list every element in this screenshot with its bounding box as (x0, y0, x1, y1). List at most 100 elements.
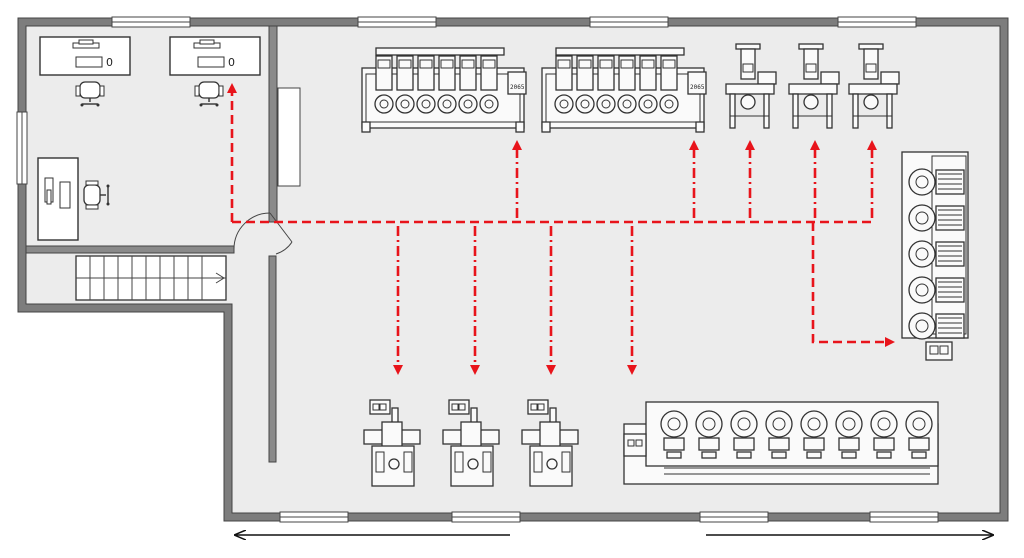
head-panel (419, 59, 433, 69)
head-panel (641, 59, 655, 69)
office-chair-1 (75, 81, 105, 107)
embroidery-hoop (467, 458, 479, 470)
hoop-inner (915, 211, 929, 225)
office-chair-2 (194, 81, 224, 107)
embroidery-hoop (908, 168, 936, 196)
embroidery-hoop (596, 94, 616, 114)
control-button (537, 403, 545, 411)
base-panel (375, 451, 385, 473)
hoop-inner (737, 417, 751, 431)
head-foot (911, 451, 927, 459)
desk-number-1: 0 (106, 56, 113, 69)
control-button (929, 345, 939, 355)
control-button (451, 403, 459, 411)
machine-head (803, 437, 825, 451)
embroidery-hoop (395, 94, 415, 114)
machine-table (848, 83, 898, 95)
hoop-inner (667, 417, 681, 431)
head-panel (865, 63, 877, 73)
machine-head (480, 55, 498, 91)
hoop-inner (601, 99, 611, 109)
embroidery-hoop (740, 94, 756, 110)
machine-top-beam (798, 43, 824, 50)
machine-leg (763, 93, 770, 129)
machine-head (838, 437, 860, 451)
machine-head (459, 55, 477, 91)
office-area: 0 0 (37, 36, 261, 241)
wall-panel (277, 87, 301, 187)
head-foot (666, 451, 682, 459)
hoop-inner (912, 417, 926, 431)
base-panel (482, 451, 492, 473)
control-button (627, 439, 635, 447)
embroidery-hoop (388, 458, 400, 470)
embroidery-hoop (575, 94, 595, 114)
machine-leg (886, 93, 893, 129)
hoop-inner (915, 247, 929, 261)
machine-head (873, 437, 895, 451)
windows-top (111, 16, 917, 28)
hoop-inner (807, 417, 821, 431)
embroidery-hoop (416, 94, 436, 114)
building-walls (16, 16, 1009, 523)
hoop-inner (915, 175, 929, 189)
office-desk-2: 0 (169, 36, 261, 107)
head-foot (701, 451, 717, 459)
embroidery-machine-single-head-top-1 (725, 43, 777, 129)
head-panel (662, 59, 676, 69)
machine-model-label: 2065 (690, 84, 705, 91)
embroidery-hoop (765, 410, 793, 438)
embroidery-hoop (695, 410, 723, 438)
machine-model-label: 2065 (510, 84, 525, 91)
route-to-right-multi (811, 222, 895, 347)
machine-head (438, 55, 456, 91)
control-panel (820, 71, 840, 85)
head-panel (377, 59, 391, 69)
head-panel (557, 59, 571, 69)
embroidery-machine-single-head-bottom-1 (363, 399, 421, 487)
head-foot (771, 451, 787, 459)
machine-leg (852, 93, 859, 129)
office-desk-1: 0 (39, 36, 131, 107)
head-panel (398, 59, 412, 69)
embroidery-hoop (908, 312, 936, 340)
embroidery-hoop (638, 94, 658, 114)
embroidery-hoop (908, 276, 936, 304)
material-flow-routes (227, 83, 895, 375)
hoop-inner (915, 319, 929, 333)
hoop-inner (772, 417, 786, 431)
machine-leg (515, 121, 525, 133)
embroidery-machine-single-head-top-3 (848, 43, 900, 129)
head-panel (620, 59, 634, 69)
machine-head (375, 55, 393, 91)
control-panel (757, 71, 777, 85)
control-panel (880, 71, 900, 85)
head-panel (578, 59, 592, 69)
machine-head (660, 55, 678, 91)
hoop-inner (877, 417, 891, 431)
hoop-inner (421, 99, 431, 109)
machine-leg (361, 121, 371, 133)
machine-head (663, 437, 685, 451)
embroidery-machine-multi-head-bottom (623, 401, 939, 485)
embroidery-hoop (908, 240, 936, 268)
hoop-inner (442, 99, 452, 109)
embroidery-hoop (803, 94, 819, 110)
control-button (635, 439, 643, 447)
embroidery-hoop (835, 410, 863, 438)
machine-table (788, 83, 838, 95)
machine-leg (826, 93, 833, 129)
hoop-inner (400, 99, 410, 109)
control-button (458, 403, 466, 411)
base-panel (533, 451, 543, 473)
head-panel (599, 59, 613, 69)
hoop-inner (559, 99, 569, 109)
machine-leg (695, 121, 705, 133)
door-swing (233, 212, 271, 250)
control-button (372, 403, 380, 411)
hoop-inner (915, 283, 929, 297)
control-button (939, 345, 949, 355)
embroidery-machine-multi-head-top-2: 2065 (541, 47, 707, 133)
machine-top-beam (375, 47, 505, 56)
